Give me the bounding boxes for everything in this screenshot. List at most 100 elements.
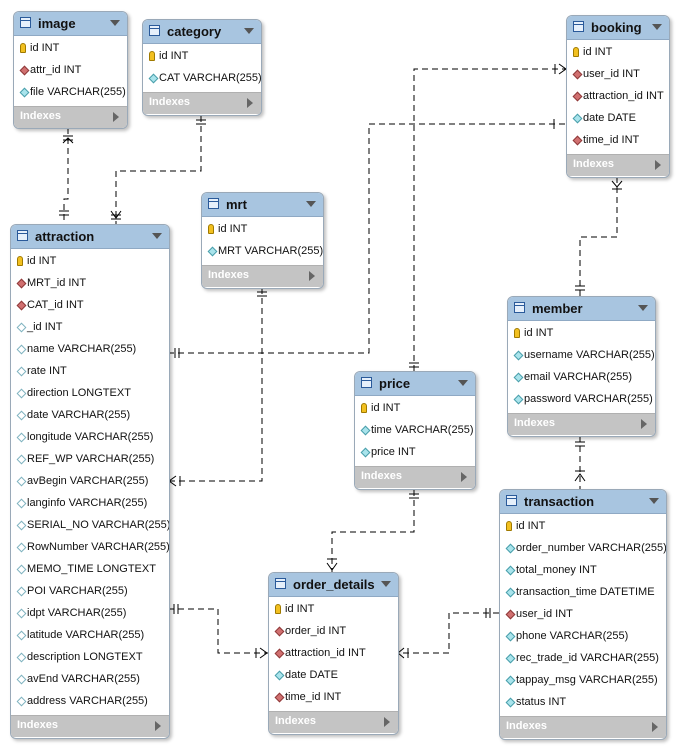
column-row[interactable]: latitude VARCHAR(255) (11, 625, 169, 647)
column-row[interactable]: id INT (500, 516, 666, 538)
column-row[interactable]: langinfo VARCHAR(255) (11, 493, 169, 515)
column-row[interactable]: transaction_time DATETIME (500, 582, 666, 604)
table-header[interactable]: order_details (269, 573, 398, 597)
table-header[interactable]: price (355, 372, 475, 396)
indexes-section[interactable]: Indexes (567, 154, 669, 176)
expand-arrow-icon[interactable] (384, 717, 390, 727)
table-price[interactable]: price id INT time VARCHAR(255) price INT… (354, 371, 476, 490)
indexes-section[interactable]: Indexes (14, 106, 127, 128)
column-row[interactable]: date DATE (269, 665, 398, 687)
table-order-details[interactable]: order_details id INT order_id INT attrac… (268, 572, 399, 735)
indexes-section[interactable]: Indexes (11, 715, 169, 737)
column-row[interactable]: rate INT (11, 361, 169, 383)
expand-arrow-icon[interactable] (247, 98, 253, 108)
column-row[interactable]: attraction_id INT (269, 643, 398, 665)
column-row[interactable]: direction LONGTEXT (11, 383, 169, 405)
column-row[interactable]: id INT (269, 599, 398, 621)
column-row[interactable]: id INT (508, 323, 655, 345)
indexes-section[interactable]: Indexes (500, 716, 666, 738)
indexes-section[interactable]: Indexes (143, 92, 261, 114)
column-row[interactable]: order_number VARCHAR(255) (500, 538, 666, 560)
column-row[interactable]: user_id INT (500, 604, 666, 626)
collapse-arrow-icon[interactable] (152, 233, 162, 239)
column-row[interactable]: phone VARCHAR(255) (500, 626, 666, 648)
column-row[interactable]: avEnd VARCHAR(255) (11, 669, 169, 691)
expand-arrow-icon[interactable] (641, 419, 647, 429)
column-row[interactable]: time VARCHAR(255) (355, 420, 475, 442)
column-row[interactable]: CAT_id INT (11, 295, 169, 317)
column-row[interactable]: rec_trade_id VARCHAR(255) (500, 648, 666, 670)
column-row[interactable]: attr_id INT (14, 60, 127, 82)
column-row[interactable]: user_id INT (567, 64, 669, 86)
table-member[interactable]: member id INT username VARCHAR(255) emai… (507, 296, 656, 437)
column-row[interactable]: total_money INT (500, 560, 666, 582)
collapse-arrow-icon[interactable] (458, 380, 468, 386)
collapse-arrow-icon[interactable] (244, 28, 254, 34)
column-row[interactable]: username VARCHAR(255) (508, 345, 655, 367)
column-row[interactable]: id INT (567, 42, 669, 64)
column-row[interactable]: id INT (355, 398, 475, 420)
table-mrt[interactable]: mrt id INT MRT VARCHAR(255) Indexes (201, 192, 324, 289)
column-row[interactable]: time_id INT (269, 687, 398, 709)
column-row[interactable]: password VARCHAR(255) (508, 389, 655, 411)
collapse-arrow-icon[interactable] (110, 20, 120, 26)
table-header[interactable]: mrt (202, 193, 323, 217)
relation-booking-member (579, 177, 618, 297)
collapse-arrow-icon[interactable] (649, 498, 659, 504)
table-category[interactable]: category id INT CAT VARCHAR(255) Indexes (142, 19, 262, 116)
indexes-section[interactable]: Indexes (355, 466, 475, 488)
table-booking[interactable]: booking id INT user_id INT attraction_id… (566, 15, 670, 178)
column-row[interactable]: name VARCHAR(255) (11, 339, 169, 361)
table-header[interactable]: category (143, 20, 261, 44)
indexes-section[interactable]: Indexes (269, 711, 398, 733)
column-row[interactable]: tappay_msg VARCHAR(255) (500, 670, 666, 692)
collapse-arrow-icon[interactable] (306, 201, 316, 207)
column-row[interactable]: id INT (143, 46, 261, 68)
column-row[interactable]: attraction_id INT (567, 86, 669, 108)
column-row[interactable]: order_id INT (269, 621, 398, 643)
column-row[interactable]: description LONGTEXT (11, 647, 169, 669)
column-row[interactable]: email VARCHAR(255) (508, 367, 655, 389)
expand-arrow-icon[interactable] (113, 112, 119, 122)
expand-arrow-icon[interactable] (309, 271, 315, 281)
column-row[interactable]: date VARCHAR(255) (11, 405, 169, 427)
indexes-section[interactable]: Indexes (202, 265, 323, 287)
column-row[interactable]: time_id INT (567, 130, 669, 152)
column-row[interactable]: status INT (500, 692, 666, 714)
collapse-arrow-icon[interactable] (652, 24, 662, 30)
indexes-section[interactable]: Indexes (508, 413, 655, 435)
column-row[interactable]: longitude VARCHAR(255) (11, 427, 169, 449)
expand-arrow-icon[interactable] (652, 722, 658, 732)
column-row[interactable]: id INT (11, 251, 169, 273)
column-row[interactable]: MRT_id INT (11, 273, 169, 295)
column-row[interactable]: address VARCHAR(255) (11, 691, 169, 713)
column-row[interactable]: date DATE (567, 108, 669, 130)
table-header[interactable]: member (508, 297, 655, 321)
column-row[interactable]: REF_WP VARCHAR(255) (11, 449, 169, 471)
column-row[interactable]: MEMO_TIME LONGTEXT (11, 559, 169, 581)
column-row[interactable]: id INT (14, 38, 127, 60)
column-row[interactable]: MRT VARCHAR(255) (202, 241, 323, 263)
expand-arrow-icon[interactable] (155, 721, 161, 731)
column-row[interactable]: file VARCHAR(255) (14, 82, 127, 104)
table-header[interactable]: booking (567, 16, 669, 40)
expand-arrow-icon[interactable] (461, 472, 467, 482)
collapse-arrow-icon[interactable] (381, 581, 391, 587)
table-image[interactable]: image id INT attr_id INT file VARCHAR(25… (13, 11, 128, 129)
column-row[interactable]: price INT (355, 442, 475, 464)
table-header[interactable]: attraction (11, 225, 169, 249)
column-row[interactable]: avBegin VARCHAR(255) (11, 471, 169, 493)
table-header[interactable]: image (14, 12, 127, 36)
column-row[interactable]: SERIAL_NO VARCHAR(255) (11, 515, 169, 537)
column-row[interactable]: _id INT (11, 317, 169, 339)
expand-arrow-icon[interactable] (655, 160, 661, 170)
collapse-arrow-icon[interactable] (638, 305, 648, 311)
column-row[interactable]: idpt VARCHAR(255) (11, 603, 169, 625)
column-row[interactable]: id INT (202, 219, 323, 241)
table-header[interactable]: transaction (500, 490, 666, 514)
column-row[interactable]: CAT VARCHAR(255) (143, 68, 261, 90)
column-row[interactable]: RowNumber VARCHAR(255) (11, 537, 169, 559)
column-row[interactable]: POI VARCHAR(255) (11, 581, 169, 603)
